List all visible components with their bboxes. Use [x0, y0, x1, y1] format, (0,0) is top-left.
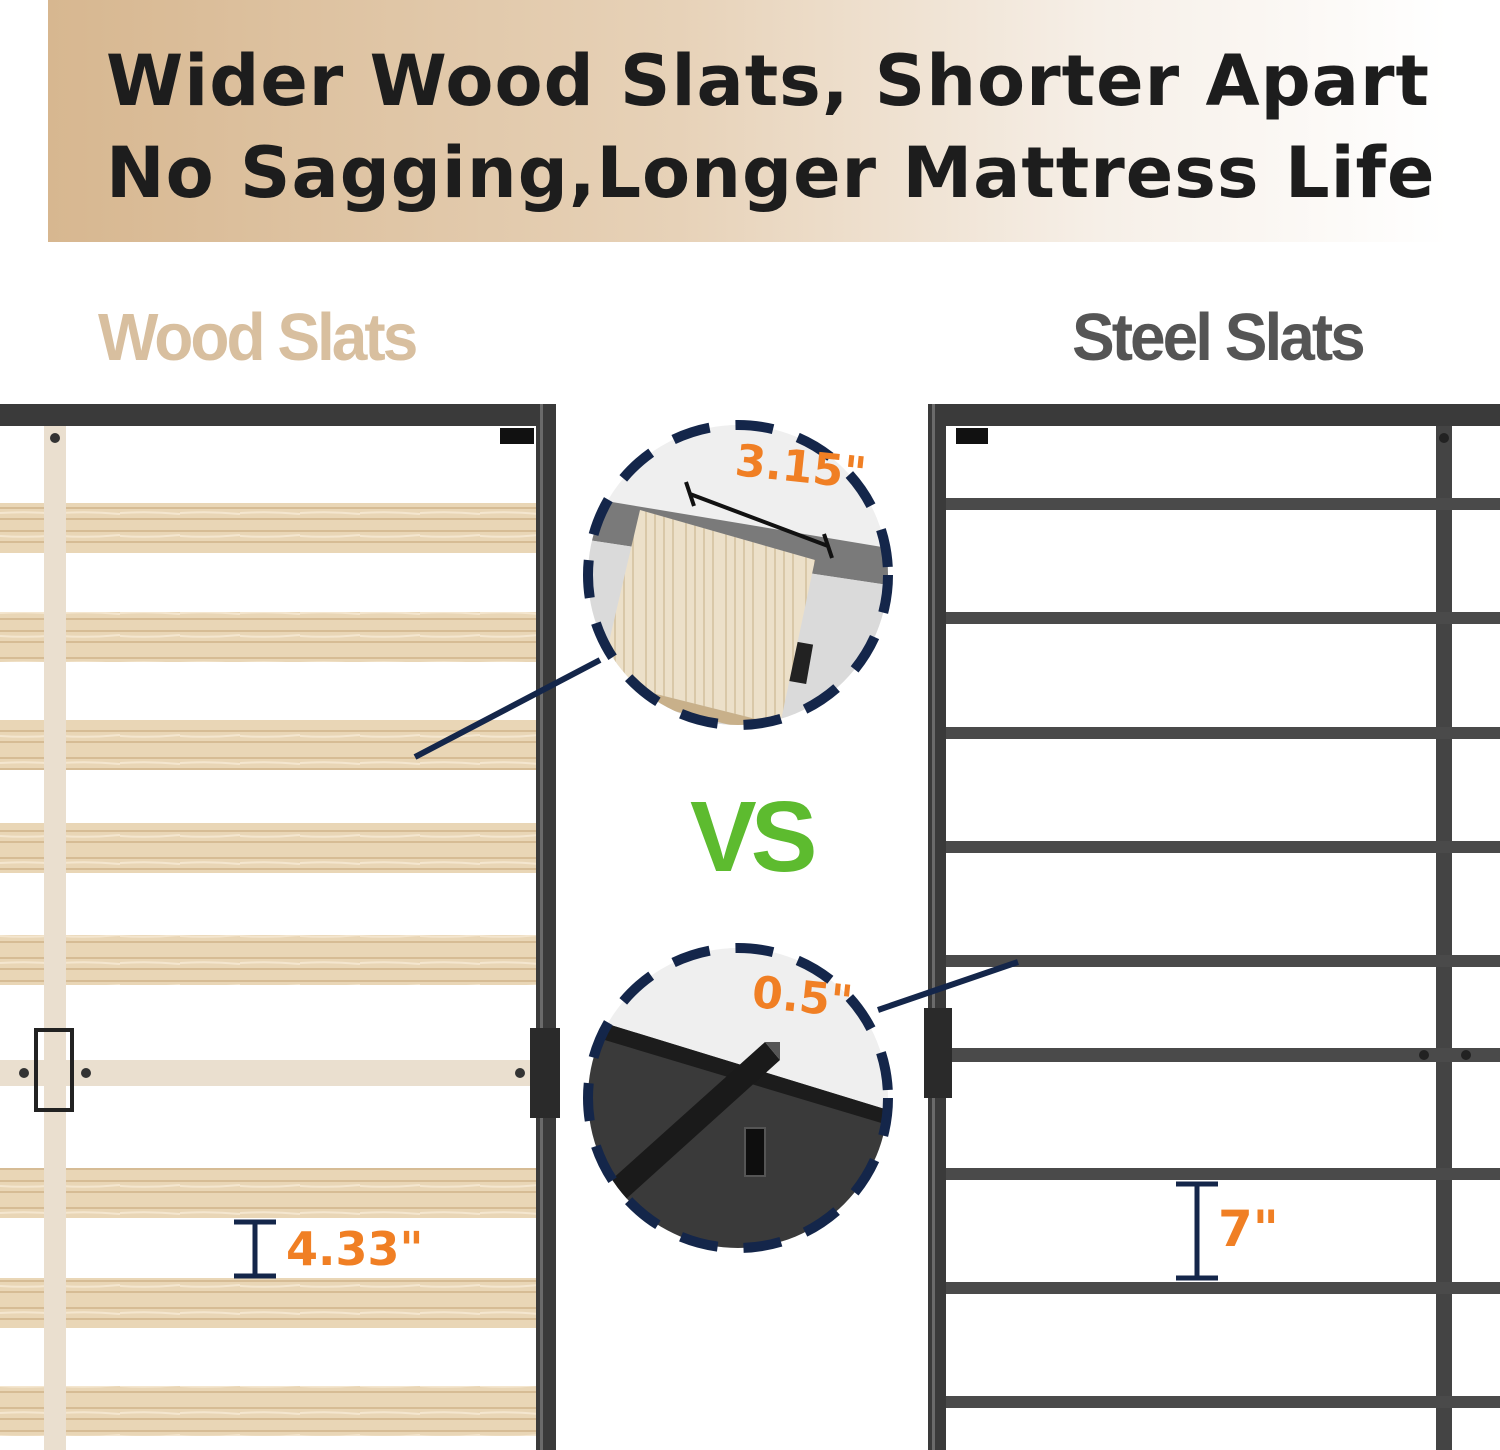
steel-slat-gap-label: 7": [1218, 1200, 1279, 1258]
wood-slat-gap-label: 4.33": [286, 1222, 424, 1276]
steel-bed-frame: [924, 404, 1500, 1450]
wood-gap-marker: [234, 1219, 276, 1279]
steel-slats: [946, 498, 1500, 1408]
steel-slats-title: Steel Slats: [1072, 299, 1366, 375]
wood-bed-frame: [0, 404, 560, 1450]
headline-banner: Wider Wood Slats, Shorter Apart No Saggi…: [48, 0, 1448, 242]
headline-line-2: No Sagging,Longer Mattress Life: [106, 132, 1436, 214]
steel-slat-zoom-callout: [583, 943, 1019, 1253]
wood-slat-zoom-callout: [413, 420, 893, 760]
vs-label: VS: [690, 781, 817, 893]
wood-slats-title: Wood Slats: [98, 299, 418, 375]
wood-slats: [0, 503, 536, 1436]
steel-gap-marker: [1176, 1181, 1218, 1281]
headline-line-1: Wider Wood Slats, Shorter Apart: [106, 40, 1430, 122]
steel-slat-width-label: 0.5": [749, 966, 856, 1029]
